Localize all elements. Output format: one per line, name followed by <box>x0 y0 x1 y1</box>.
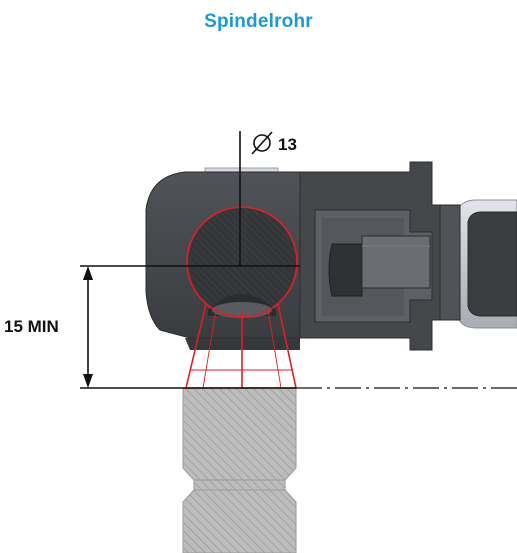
dimension-lines <box>80 131 517 389</box>
diameter-icon <box>251 131 273 155</box>
ball-joint <box>188 208 296 318</box>
diameter-value: 13 <box>278 135 297 154</box>
min-height-label: 15 MIN <box>4 317 59 336</box>
page-title: Spindelrohr <box>204 11 313 32</box>
tube <box>457 199 517 329</box>
diameter-label: 13 <box>251 131 297 155</box>
dimension-arrows <box>83 266 93 388</box>
spindle-rod <box>182 387 297 553</box>
